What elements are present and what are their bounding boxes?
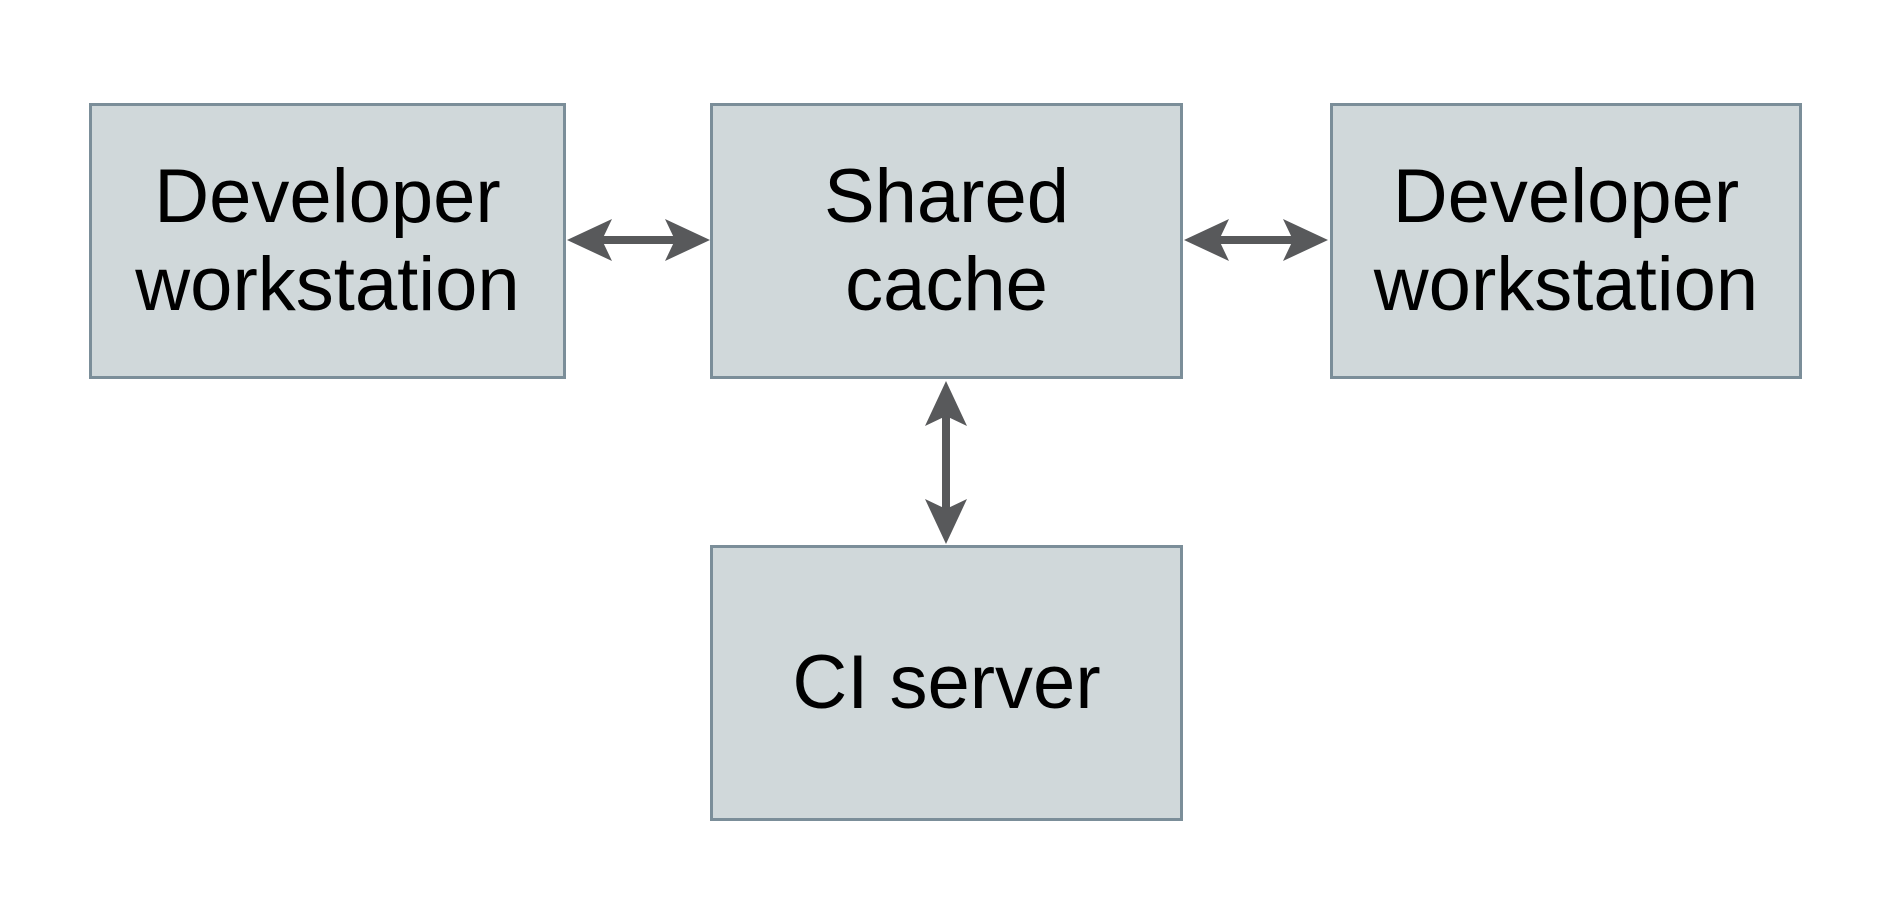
node-label: workstation: [135, 242, 520, 327]
node-label: workstation: [1373, 242, 1759, 327]
node-label: Developer: [1392, 154, 1740, 239]
node-developer-workstation-right: Developer workstation: [1330, 103, 1802, 379]
bidirectional-arrow-icon-vertical: [923, 380, 969, 545]
bidirectional-arrow-icon-right: [1183, 217, 1329, 263]
node-developer-workstation-left: Developer workstation: [89, 103, 566, 379]
node-label: Shared: [823, 154, 1070, 239]
node-label: CI server: [792, 640, 1101, 725]
node-label: Developer: [154, 154, 501, 239]
node-label: cache: [845, 242, 1048, 327]
node-ci-server: CI server: [710, 545, 1183, 821]
node-shared-cache: Shared cache: [710, 103, 1183, 379]
bidirectional-arrow-icon-left: [566, 217, 711, 263]
